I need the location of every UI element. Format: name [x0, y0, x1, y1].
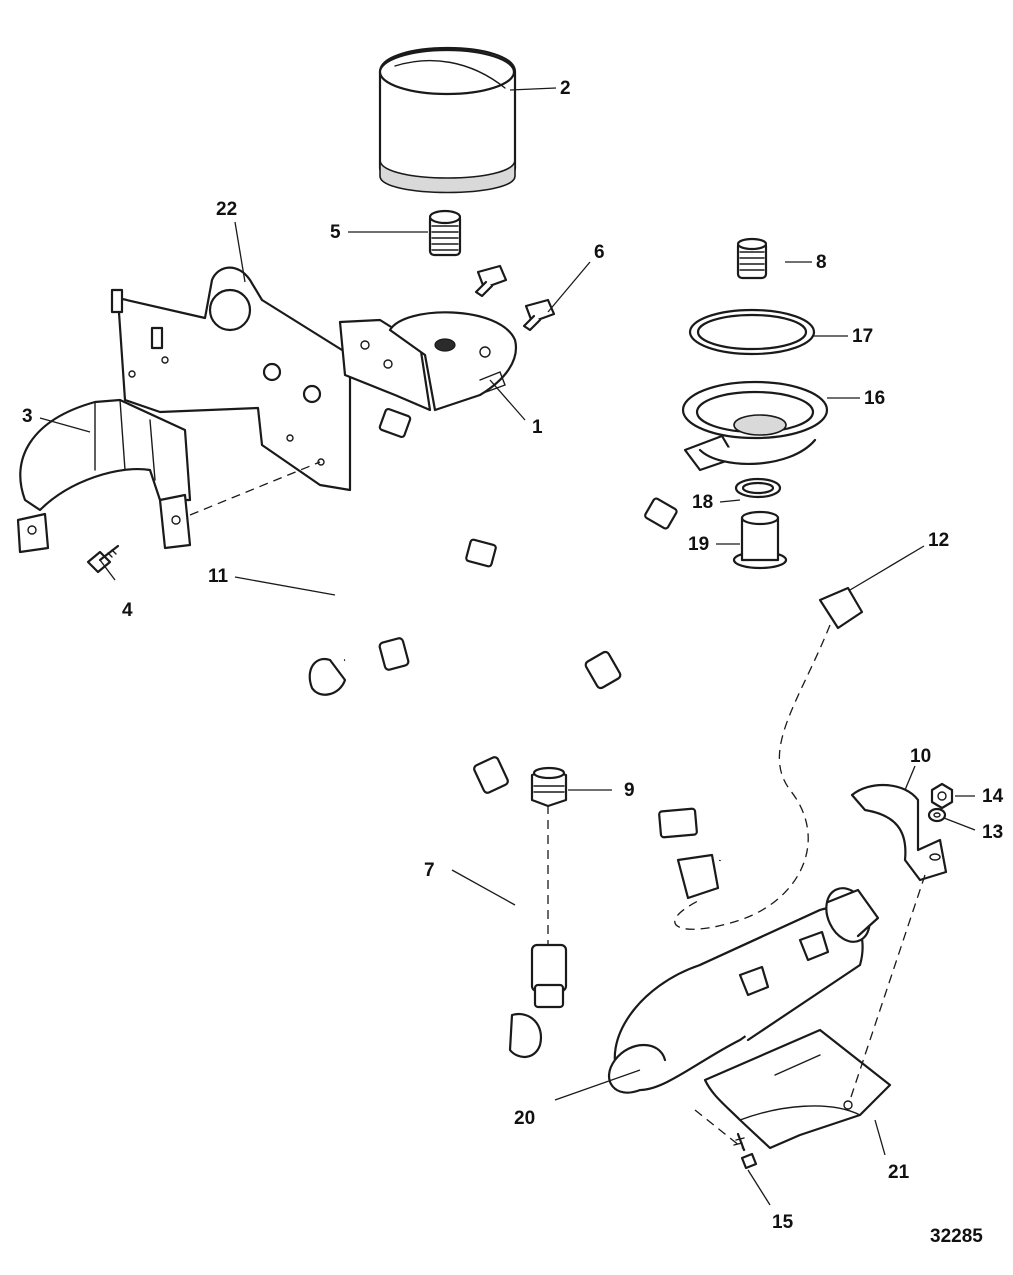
part-o-ring-large: [688, 308, 816, 356]
part-screw: [86, 544, 120, 574]
callout-7: 7: [424, 860, 435, 881]
part-cradle-bracket: [703, 1028, 892, 1150]
callout-labels: 2 22 5 6 8 17 16 3 1 18 19 12 11 4 10 9 …: [22, 78, 1004, 1233]
part-saddle-clamp: [850, 783, 948, 882]
callout-22: 22: [216, 199, 237, 220]
part-oil-line-12: [435, 538, 864, 794]
callout-8: 8: [816, 252, 827, 273]
part-bolts: [474, 264, 556, 332]
callout-9: 9: [624, 780, 635, 801]
part-hose: [460, 807, 729, 1058]
part-filter-adapter: [338, 311, 518, 412]
callout-11: 11: [208, 566, 229, 587]
callout-19: 19: [688, 534, 709, 555]
callout-16: 16: [864, 388, 885, 409]
part-washer: [927, 807, 947, 823]
callout-20: 20: [514, 1108, 535, 1129]
part-oil-filter: [378, 47, 517, 194]
part-fitting-9: [530, 766, 568, 808]
part-fitting: [736, 237, 768, 280]
part-screw-15: [733, 1132, 758, 1170]
leader-lines: [39, 87, 976, 1206]
callout-6: 6: [594, 242, 605, 263]
part-filter-base: [681, 380, 829, 472]
callout-13: 13: [982, 822, 1003, 843]
part-threaded-nipple: [428, 209, 462, 257]
callout-4: 4: [122, 600, 133, 621]
part-o-ring-small: [734, 477, 782, 499]
callout-15: 15: [772, 1212, 794, 1233]
part-nut: [930, 782, 954, 810]
callout-17: 17: [852, 326, 873, 347]
assembly-lines: [189, 461, 926, 1151]
callout-21: 21: [888, 1162, 910, 1183]
figure-id: 32285: [930, 1226, 983, 1247]
part-cooler: [608, 887, 880, 1094]
callout-1: 1: [532, 417, 543, 438]
callout-3: 3: [22, 406, 33, 427]
part-mounting-plate: [110, 266, 352, 492]
callout-12: 12: [928, 530, 949, 551]
callout-10: 10: [910, 746, 931, 767]
callout-2: 2: [560, 78, 571, 99]
part-sleeve: [732, 510, 788, 570]
callout-5: 5: [330, 222, 341, 243]
part-hose-clamp: [16, 398, 192, 554]
callout-14: 14: [982, 786, 1004, 807]
callout-18: 18: [692, 492, 713, 513]
